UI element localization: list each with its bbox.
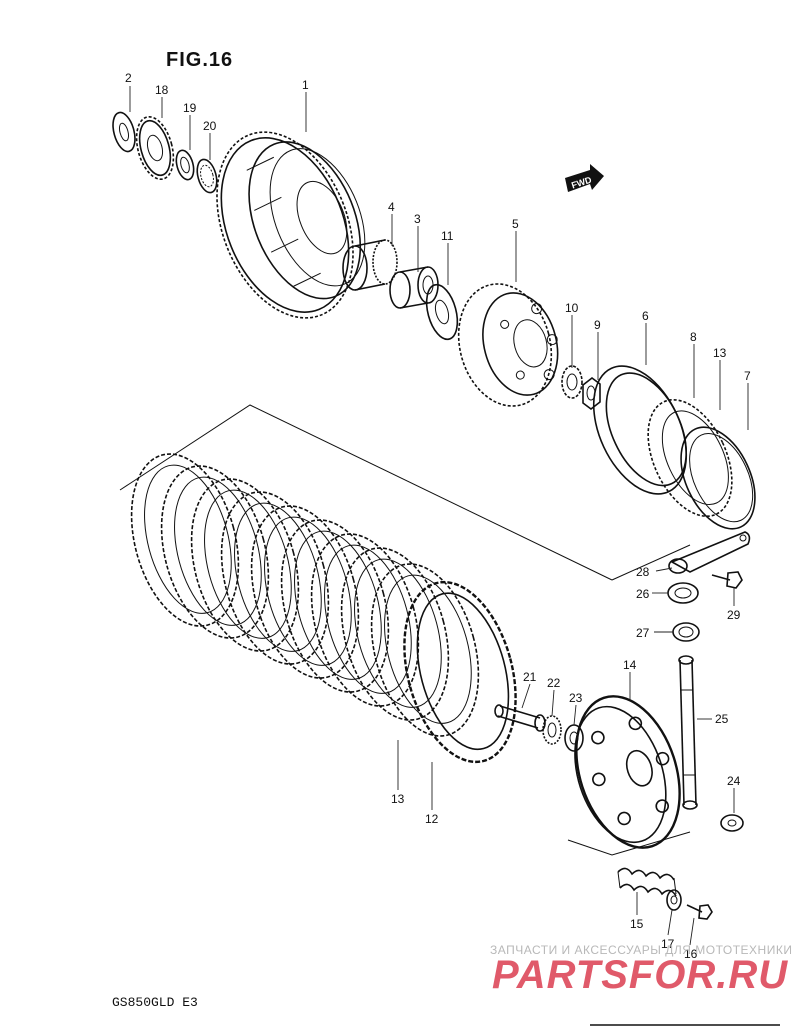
part-22-bearing xyxy=(542,715,562,745)
part-15-clutch-spring xyxy=(617,867,677,897)
part-16-bolt xyxy=(686,904,713,920)
part-26-oil-seal xyxy=(667,582,699,604)
callout-13-bottom: 13 xyxy=(391,792,405,806)
part-8-drive-plate xyxy=(647,398,733,518)
part-25-push-rod xyxy=(678,655,698,810)
callout-11: 11 xyxy=(441,229,454,243)
part-17-washer xyxy=(666,889,682,911)
part-20-bearing xyxy=(196,158,218,194)
callout-29: 29 xyxy=(727,608,741,622)
callout-19: 19 xyxy=(183,101,197,115)
callout-17: 17 xyxy=(661,937,675,951)
part-27-bearing xyxy=(672,622,700,642)
part-23-washer xyxy=(564,724,584,752)
callout-4: 4 xyxy=(388,200,395,214)
callout-6: 6 xyxy=(642,309,649,323)
part-7-spring-ring xyxy=(680,426,756,530)
part-4-needle-bearing xyxy=(342,239,398,291)
figure-title: FIG.16 xyxy=(166,49,233,71)
callout-23: 23 xyxy=(569,691,583,705)
callout-3: 3 xyxy=(414,212,421,226)
part-5-clutch-hub xyxy=(457,283,559,407)
callout-9: 9 xyxy=(594,318,601,332)
clutch-plate-stack xyxy=(130,453,517,764)
part-19-spacer xyxy=(175,149,195,181)
leader-lines xyxy=(129,86,749,946)
part-28-release-lever xyxy=(668,531,751,574)
part-29-bolt xyxy=(711,571,743,589)
callout-26: 26 xyxy=(636,587,650,601)
callout-27: 27 xyxy=(636,626,650,640)
callout-14: 14 xyxy=(623,658,637,672)
part-18-sprocket xyxy=(135,115,175,181)
watermark-tagline: ЗАПЧАСТИ И АКСЕССУАРЫ ДЛЯ МОТОТЕХНИКИ xyxy=(490,943,792,957)
part-21-release-rack xyxy=(494,704,546,732)
callout-15: 15 xyxy=(630,917,644,931)
callout-1: 1 xyxy=(302,78,309,92)
watermark-brand: PARTSFOR.RU xyxy=(492,953,788,997)
callout-21: 21 xyxy=(523,670,537,684)
callout-12: 12 xyxy=(425,812,439,826)
callout-25: 25 xyxy=(715,712,729,726)
callout-13-top: 13 xyxy=(713,346,727,360)
callout-22: 22 xyxy=(547,676,561,690)
fwd-arrow-icon: FWD xyxy=(565,164,604,192)
callout-7: 7 xyxy=(744,369,751,383)
part-10-lock-washer xyxy=(561,365,583,399)
callout-10: 10 xyxy=(565,301,579,315)
model-code: GS850GLD E3 xyxy=(112,995,198,1010)
callout-2: 2 xyxy=(125,71,132,85)
part-3-spacer xyxy=(389,266,439,309)
watermark: ЗАПЧАСТИ И АКСЕССУАРЫ ДЛЯ МОТОТЕХНИКИ PA… xyxy=(490,943,792,997)
callout-20: 20 xyxy=(203,119,217,133)
part-14-pressure-plate xyxy=(574,695,681,849)
callout-5: 5 xyxy=(512,217,519,231)
callout-labels: 2 18 19 20 1 4 3 11 5 10 9 6 8 13 7 28 2… xyxy=(125,71,751,961)
part-6-cushion-plate xyxy=(592,365,688,495)
callout-28: 28 xyxy=(636,565,650,579)
plate-group xyxy=(130,453,517,764)
part-2-washer xyxy=(112,111,136,153)
callout-16: 16 xyxy=(684,947,698,961)
callout-8: 8 xyxy=(690,330,697,344)
part-24-spacer xyxy=(720,814,744,832)
callout-24: 24 xyxy=(727,774,741,788)
part-11-washer xyxy=(425,283,459,341)
callout-18: 18 xyxy=(155,83,169,97)
part-1-clutch-housing xyxy=(216,131,366,319)
